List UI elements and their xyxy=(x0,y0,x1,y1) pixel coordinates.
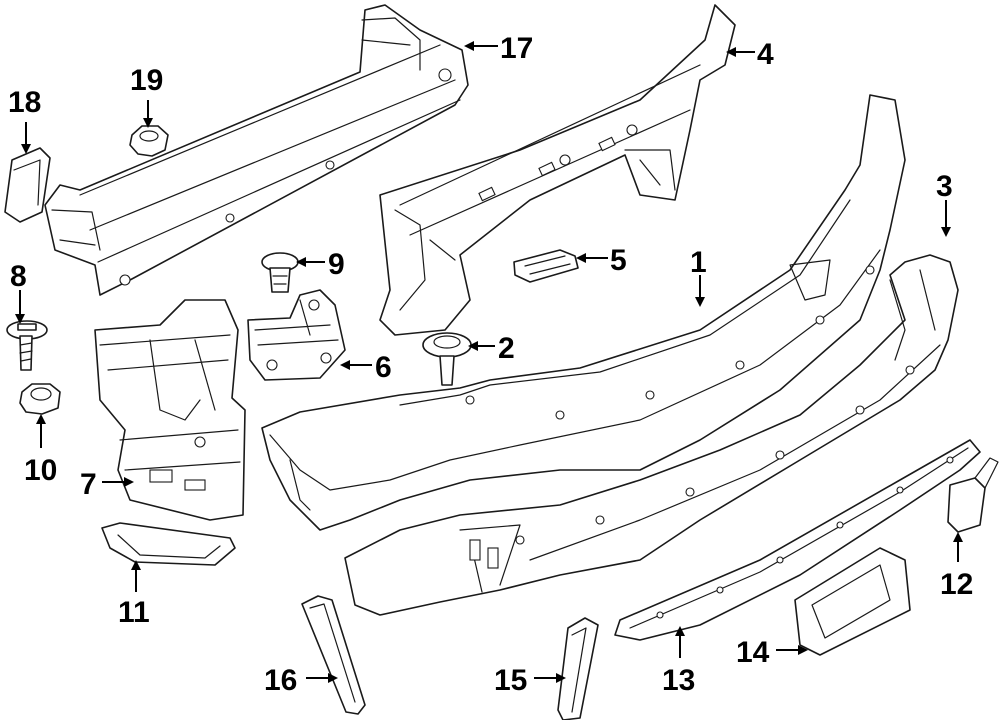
part-10-nut xyxy=(19,383,61,415)
part-17-reinforcement-bar xyxy=(44,4,469,296)
callout-2: 2 xyxy=(498,332,515,365)
part-13-lower-strip xyxy=(614,439,981,641)
callout-18: 18 xyxy=(8,86,41,119)
part-7-side-bracket xyxy=(94,299,246,521)
callout-1: 1 xyxy=(690,246,707,279)
part-3-lower-cover xyxy=(344,254,959,616)
part-4-mounting-carrier xyxy=(379,4,736,336)
callout-6: 6 xyxy=(375,351,392,384)
part-16-reflector xyxy=(301,595,366,715)
callout-14: 14 xyxy=(736,636,770,669)
callout-19: 19 xyxy=(130,64,163,97)
callout-15: 15 xyxy=(494,664,527,697)
callout-16: 16 xyxy=(264,664,297,697)
callout-12: 12 xyxy=(940,568,973,601)
callout-9: 9 xyxy=(328,248,345,281)
part-12-sensor xyxy=(947,457,999,533)
callout-8: 8 xyxy=(10,260,27,293)
part-5-small-bracket xyxy=(513,249,579,283)
part-19-nut xyxy=(129,125,169,157)
part-18-cover-plate xyxy=(4,147,51,223)
part-8-bolt xyxy=(6,320,48,371)
callout-4: 4 xyxy=(757,38,774,71)
callout-3: 3 xyxy=(936,170,953,203)
part-15-reflector xyxy=(557,617,599,720)
callout-5: 5 xyxy=(610,244,627,277)
part-6-bracket xyxy=(247,289,346,381)
callout-11: 11 xyxy=(118,596,150,629)
callout-13: 13 xyxy=(662,664,695,697)
callout-17: 17 xyxy=(500,32,533,65)
part-9-clip xyxy=(261,252,299,293)
callout-10: 10 xyxy=(24,454,57,487)
callout-7: 7 xyxy=(80,468,97,501)
leader-lines xyxy=(15,41,963,683)
part-1-upper-cover xyxy=(261,94,906,531)
callout-labels: 17 4 19 18 3 9 5 1 8 2 6 10 7 12 11 14 1… xyxy=(8,32,973,697)
part-11-trim-panel xyxy=(101,522,236,566)
part-2-clip xyxy=(422,332,472,386)
